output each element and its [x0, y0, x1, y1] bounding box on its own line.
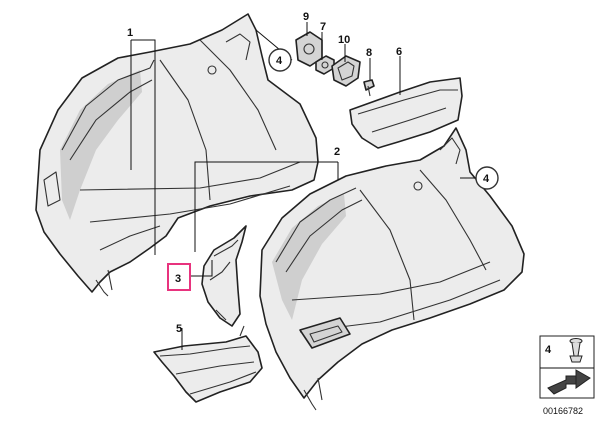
label-part-5: 5: [176, 323, 182, 335]
label-part-1: 1: [127, 27, 133, 39]
highlight-box: [167, 263, 191, 291]
label-part-7: 7: [320, 21, 326, 33]
clip-icon: [569, 338, 583, 363]
left-trunk-trim-panel[interactable]: [35, 13, 319, 297]
svg-text:4: 4: [276, 55, 283, 67]
side-trim-part-3[interactable]: [201, 225, 247, 327]
label-part-10: 10: [338, 34, 350, 46]
callout-right-panel: 4: [475, 166, 499, 190]
label-part-3: 3: [175, 273, 181, 285]
label-part-8: 8: [366, 47, 372, 59]
lower-trim-part-5[interactable]: [153, 325, 263, 403]
arrow-icon: [547, 369, 591, 395]
callout-left-panel: 4: [268, 48, 292, 72]
right-trunk-trim-panel[interactable]: [259, 127, 525, 411]
cover-part-6[interactable]: [349, 77, 463, 149]
label-part-9: 9: [303, 11, 309, 23]
cover-plate-part-10[interactable]: [331, 55, 361, 87]
svg-text:4: 4: [483, 173, 490, 185]
reference-number: 00166782: [543, 406, 583, 416]
label-part-2: 2: [334, 146, 340, 158]
label-part-6: 6: [396, 46, 402, 58]
screw-part-8[interactable]: [363, 79, 375, 97]
legend-box: 4: [539, 335, 595, 399]
legend-number: 4: [545, 344, 552, 356]
